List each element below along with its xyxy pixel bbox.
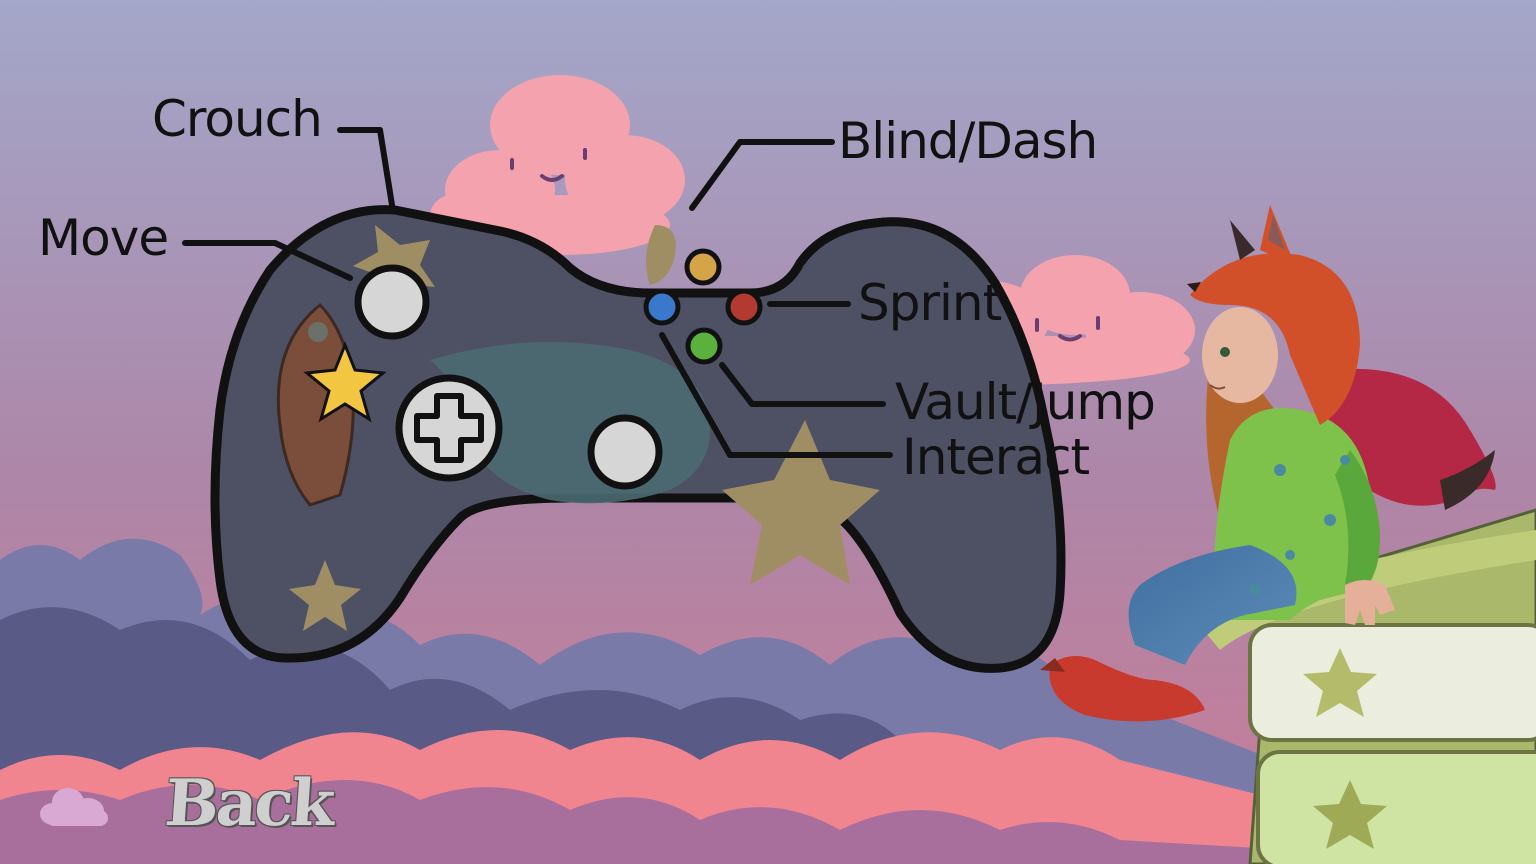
callout-lines — [182, 127, 893, 458]
back-button[interactable]: Back — [162, 766, 335, 841]
interact-label: Interact — [902, 428, 1090, 486]
vault-jump-label: Vault/Jump — [895, 373, 1156, 431]
move-label: Move — [38, 209, 169, 267]
cloud-icon[interactable] — [38, 784, 114, 832]
cloud-layer-front — [0, 780, 1536, 864]
blind-dash-label: Blind/Dash — [838, 112, 1098, 170]
dpad-icon — [395, 374, 503, 482]
fox-hood-girl-character — [1040, 205, 1496, 722]
sprint-label: Sprint — [858, 274, 1002, 332]
cloud-face-right — [1035, 316, 1100, 342]
gamepad — [210, 205, 1066, 673]
cloud-face-top — [510, 148, 587, 182]
crouch-label: Crouch — [152, 90, 323, 148]
